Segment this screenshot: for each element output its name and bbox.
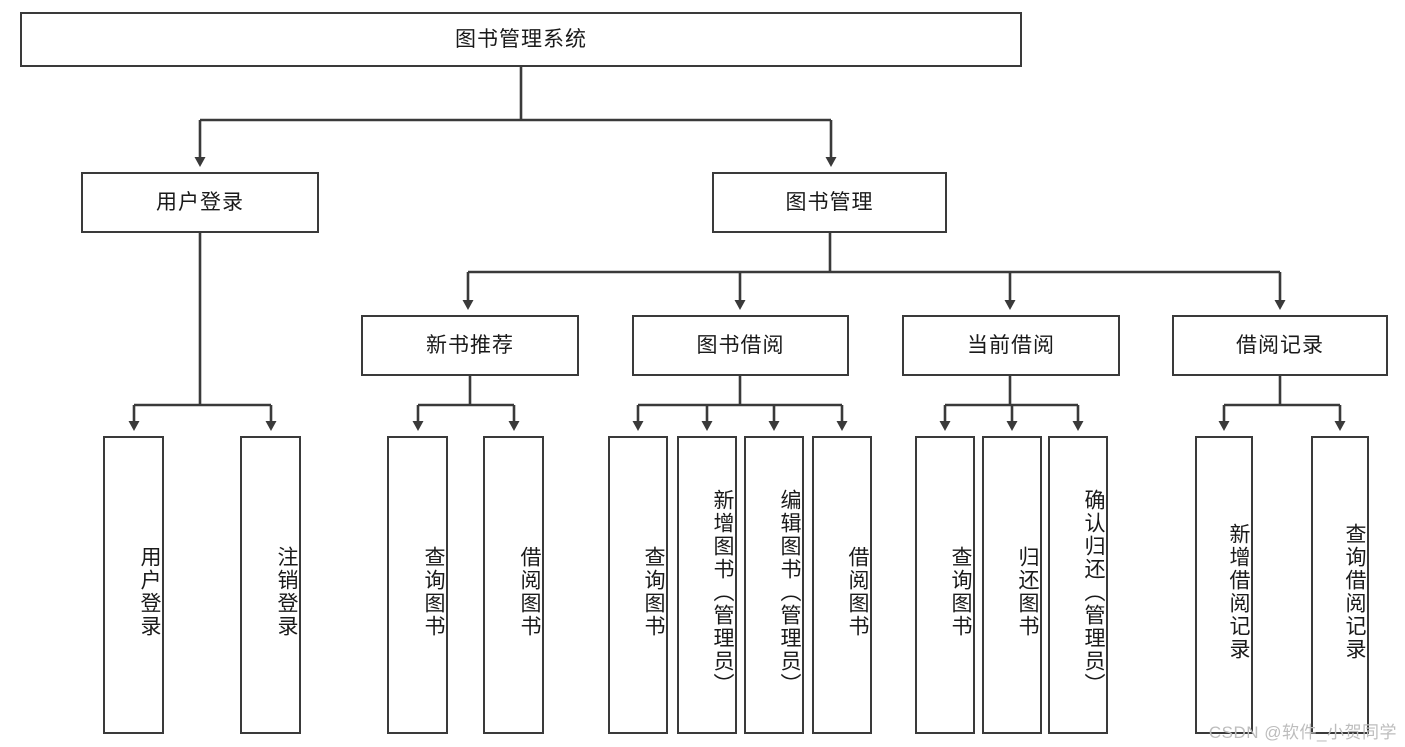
node-leaf-return-book[interactable]: 归还图书 xyxy=(982,436,1042,734)
node-leaf-query-borrow-record[interactable]: 查询借阅记录 xyxy=(1311,436,1369,734)
node-leaf-query-book-new[interactable]: 查询图书 xyxy=(387,436,448,734)
node-leaf-borrow-book-label: 借阅图书 xyxy=(846,546,869,638)
node-leaf-edit-book-admin-label: 编辑图书（管理员） xyxy=(778,488,801,696)
node-book-management[interactable]: 图书管理 xyxy=(712,172,947,233)
node-borrow-record-label: 借阅记录 xyxy=(1236,333,1324,357)
node-leaf-query-book-new-label: 查询图书 xyxy=(422,546,445,638)
node-new-book-recommend[interactable]: 新书推荐 xyxy=(361,315,579,376)
node-user-login-label: 用户登录 xyxy=(156,190,244,214)
node-leaf-logout-label: 注销登录 xyxy=(275,546,298,638)
node-borrow-record[interactable]: 借阅记录 xyxy=(1172,315,1388,376)
node-leaf-add-borrow-record-label: 新增借阅记录 xyxy=(1227,523,1250,661)
node-leaf-confirm-return-admin-label: 确认归还（管理员） xyxy=(1082,488,1105,696)
node-leaf-add-book-admin[interactable]: 新增图书（管理员） xyxy=(677,436,737,734)
node-root-label: 图书管理系统 xyxy=(455,27,587,51)
node-current-borrow[interactable]: 当前借阅 xyxy=(902,315,1120,376)
node-root[interactable]: 图书管理系统 xyxy=(20,12,1022,67)
node-leaf-user-login[interactable]: 用户登录 xyxy=(103,436,164,734)
node-new-book-recommend-label: 新书推荐 xyxy=(426,333,514,357)
node-leaf-borrow-book[interactable]: 借阅图书 xyxy=(812,436,872,734)
node-leaf-add-book-admin-label: 新增图书（管理员） xyxy=(711,488,734,696)
node-leaf-logout[interactable]: 注销登录 xyxy=(240,436,301,734)
csdn-watermark: CSDN @软件_小贺同学 xyxy=(1208,723,1397,742)
node-leaf-edit-book-admin[interactable]: 编辑图书（管理员） xyxy=(744,436,804,734)
node-leaf-query-borrow-record-label: 查询借阅记录 xyxy=(1343,523,1366,661)
node-leaf-user-login-label: 用户登录 xyxy=(138,546,161,638)
node-user-login[interactable]: 用户登录 xyxy=(81,172,319,233)
node-leaf-query-book-current[interactable]: 查询图书 xyxy=(915,436,975,734)
node-leaf-borrow-book-new-label: 借阅图书 xyxy=(518,546,541,638)
node-book-management-label: 图书管理 xyxy=(785,190,874,214)
node-book-borrow-label: 图书借阅 xyxy=(696,333,785,357)
node-book-borrow[interactable]: 图书借阅 xyxy=(632,315,849,376)
node-leaf-confirm-return-admin[interactable]: 确认归还（管理员） xyxy=(1048,436,1108,734)
node-leaf-add-borrow-record[interactable]: 新增借阅记录 xyxy=(1195,436,1253,734)
node-leaf-query-book-borrow[interactable]: 查询图书 xyxy=(608,436,668,734)
node-leaf-query-book-current-label: 查询图书 xyxy=(949,546,972,638)
node-leaf-query-book-borrow-label: 查询图书 xyxy=(642,546,665,638)
node-leaf-borrow-book-new[interactable]: 借阅图书 xyxy=(483,436,544,734)
node-leaf-return-book-label: 归还图书 xyxy=(1016,546,1039,638)
node-current-borrow-label: 当前借阅 xyxy=(967,333,1055,357)
